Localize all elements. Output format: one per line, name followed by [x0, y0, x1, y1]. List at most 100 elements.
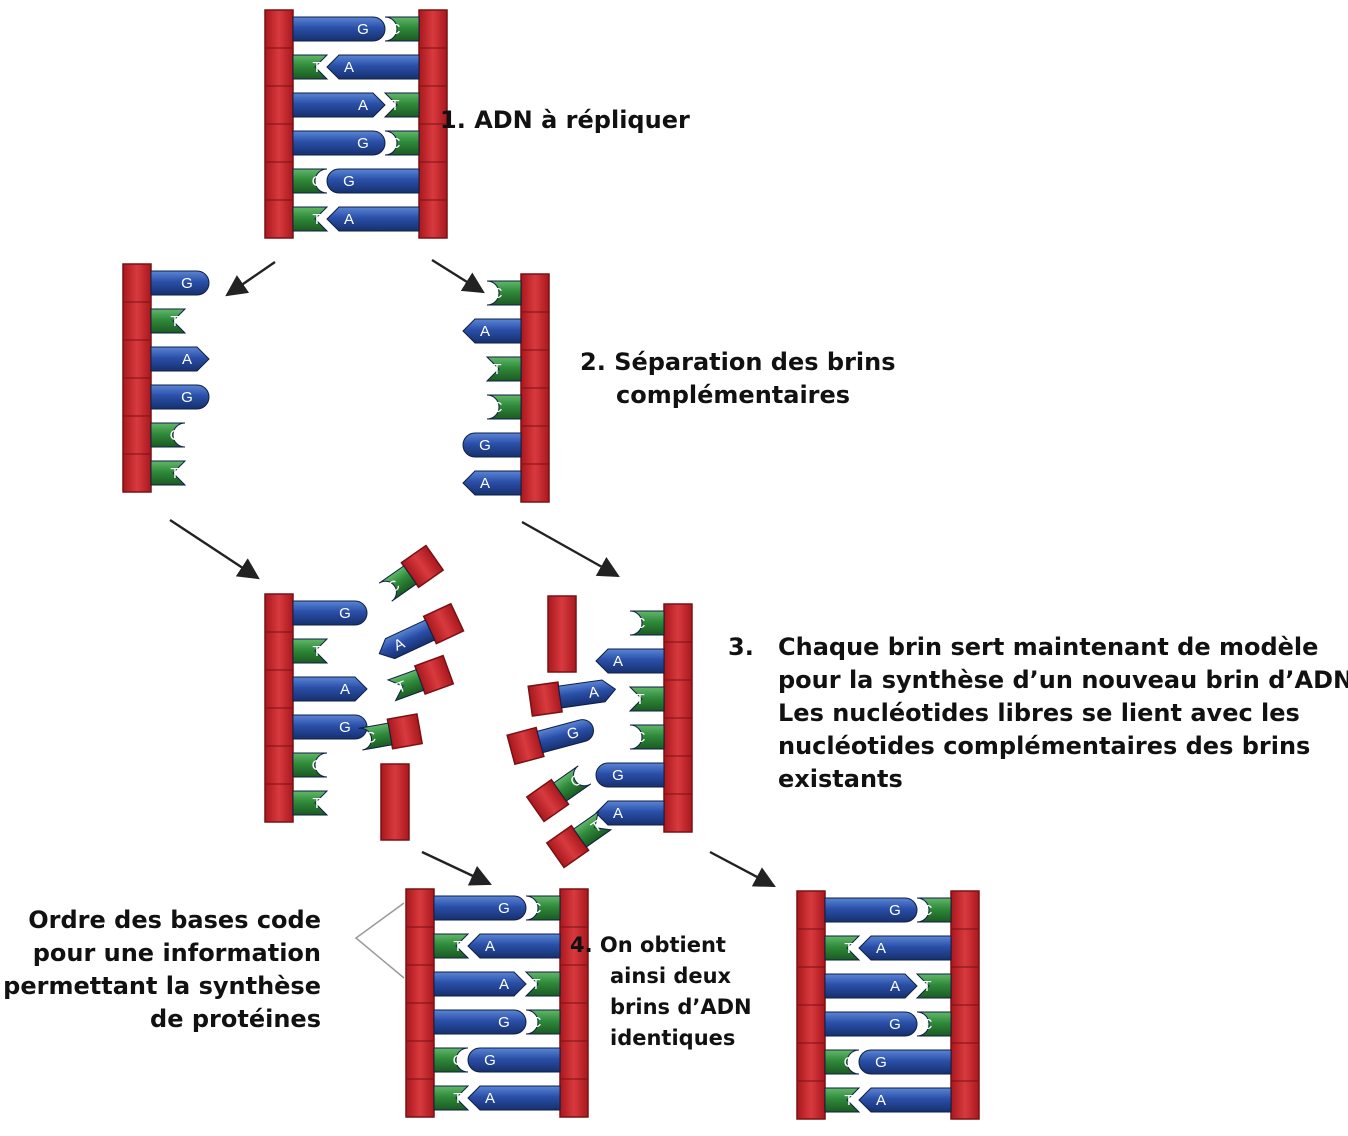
step-1-label: 1. ADN à répliquer — [440, 104, 690, 137]
daughter-dna-right-base-left: C — [824, 1049, 860, 1075]
daughter-dna-right-base-right: A — [858, 935, 952, 961]
left-replicating-base: T — [292, 638, 329, 664]
base-letter: T — [531, 976, 540, 993]
right-new-backbone — [547, 595, 577, 673]
base-letter: G — [357, 135, 369, 152]
step-1-number: 1. — [440, 106, 466, 134]
daughter-dna-right-base-right: G — [858, 1049, 952, 1075]
free-nucleotide-c-r: C — [525, 765, 592, 823]
arrow — [421, 850, 492, 886]
base-letter: C — [492, 285, 503, 302]
free-nucleotide-c2: C — [358, 713, 424, 751]
step-2-number: 2. — [580, 348, 606, 376]
original-dna-base-left: G — [292, 130, 386, 156]
left-replicating-base: A — [292, 676, 368, 702]
base-letter: C — [312, 173, 323, 190]
base-letter: T — [453, 1090, 462, 1107]
left-replicating-base: C — [292, 752, 328, 778]
base-letter: C — [844, 1054, 855, 1071]
base-letter: C — [635, 615, 646, 632]
base-letter: G — [565, 724, 581, 743]
daughter-dna-right-base-left: A — [824, 973, 918, 999]
base-letter: A — [890, 978, 900, 995]
right-replicating-base: C — [629, 610, 665, 636]
base-letter: C — [364, 729, 378, 748]
base-letter: T — [844, 1092, 853, 1109]
right-template-strand-base: T — [485, 356, 522, 382]
original-dna-base-right: T — [383, 92, 420, 118]
base-letter: G — [889, 902, 901, 919]
base-letter: A — [480, 323, 490, 340]
daughter-dna-left-base-left: G — [433, 1009, 527, 1035]
base-letter: C — [453, 1052, 464, 1069]
base-letter: A — [499, 976, 509, 993]
daughter-dna-right-base-right: A — [858, 1087, 952, 1113]
daughter-dna-left-base-right: A — [467, 933, 561, 959]
base-letter: T — [170, 313, 179, 330]
free-nucleotide-a-base: A — [378, 619, 436, 660]
right-replicating-base: A — [595, 648, 665, 674]
original-dna-base-left: A — [292, 92, 386, 118]
base-letter: G — [875, 1054, 887, 1071]
daughter-dna-right-base-left: T — [824, 935, 861, 961]
step-3-text-line-5: existants — [778, 765, 903, 793]
left-replicating-base: G — [292, 600, 368, 626]
left-template-strand-base: T — [150, 460, 187, 486]
step-3-text-line-2: pour la synthèse d’un nouveau brin d’ADN… — [778, 666, 1348, 694]
base-letter: C — [922, 1016, 933, 1033]
original-dna-base-right: G — [326, 168, 420, 194]
step-4-label: 4. On obtient ainsi deux brins d’ADN ide… — [570, 930, 752, 1054]
base-letter: G — [339, 605, 351, 622]
right-template-strand-base: G — [462, 432, 522, 458]
step-2-label: 2. Séparation des brins complémentaires — [580, 346, 896, 412]
note-line-4: de protéines — [150, 1005, 321, 1033]
daughter-dna-right-base-left: G — [824, 897, 918, 923]
step-4-text-line-4: identiques — [610, 1026, 736, 1050]
original-dna-base-left: C — [292, 168, 328, 194]
step-3-label: 3.Chaque brin sert maintenant de modèle … — [728, 631, 1348, 796]
base-letter: C — [531, 900, 542, 917]
right-replicating-base: C — [629, 724, 665, 750]
base-letter: T — [312, 59, 321, 76]
free-nucleotide-a-r-base: A — [557, 679, 617, 709]
base-letter: T — [312, 795, 321, 812]
daughter-dna-left-base-left: A — [433, 971, 527, 997]
step-2-text-line-1: Séparation des brins — [614, 348, 896, 376]
daughter-dna-left-base-left: C — [433, 1047, 469, 1073]
daughter-dna-left-base-left: T — [433, 1085, 470, 1111]
left-template-strand-base: T — [150, 308, 187, 334]
daughter-dna-right-base-right: C — [916, 1011, 952, 1037]
brace-line — [354, 902, 405, 979]
base-letter: A — [358, 97, 368, 114]
base-letter: T — [844, 940, 853, 957]
base-letter: A — [485, 1090, 495, 1107]
base-letter: G — [498, 1014, 510, 1031]
free-nucleotide-a-r-sugar — [527, 681, 563, 717]
step-3-text-line-3: Les nucléotides libres se lient avec les — [778, 699, 1300, 727]
daughter-dna-right-base-left: G — [824, 1011, 918, 1037]
left-template-strand-base: A — [150, 346, 210, 372]
base-letter: T — [492, 361, 501, 378]
right-template-strand-base: A — [462, 318, 522, 344]
base-letter: C — [170, 427, 181, 444]
base-letter: G — [479, 437, 491, 454]
base-letter: G — [612, 767, 624, 784]
right-template-strand-base: C — [486, 280, 522, 306]
free-nucleotide-a-r: A — [527, 679, 617, 717]
base-letter: C — [492, 399, 503, 416]
left-replicating-base: G — [292, 714, 368, 740]
base-letter: A — [613, 805, 623, 822]
base-letter: A — [340, 681, 350, 698]
base-letter: A — [344, 211, 354, 228]
original-dna-base-right: C — [384, 16, 420, 42]
step-3-number: 3. — [728, 633, 754, 661]
step-3-text-line-4: nucléotides complémentaires des brins — [778, 732, 1311, 760]
base-letter: G — [339, 719, 351, 736]
